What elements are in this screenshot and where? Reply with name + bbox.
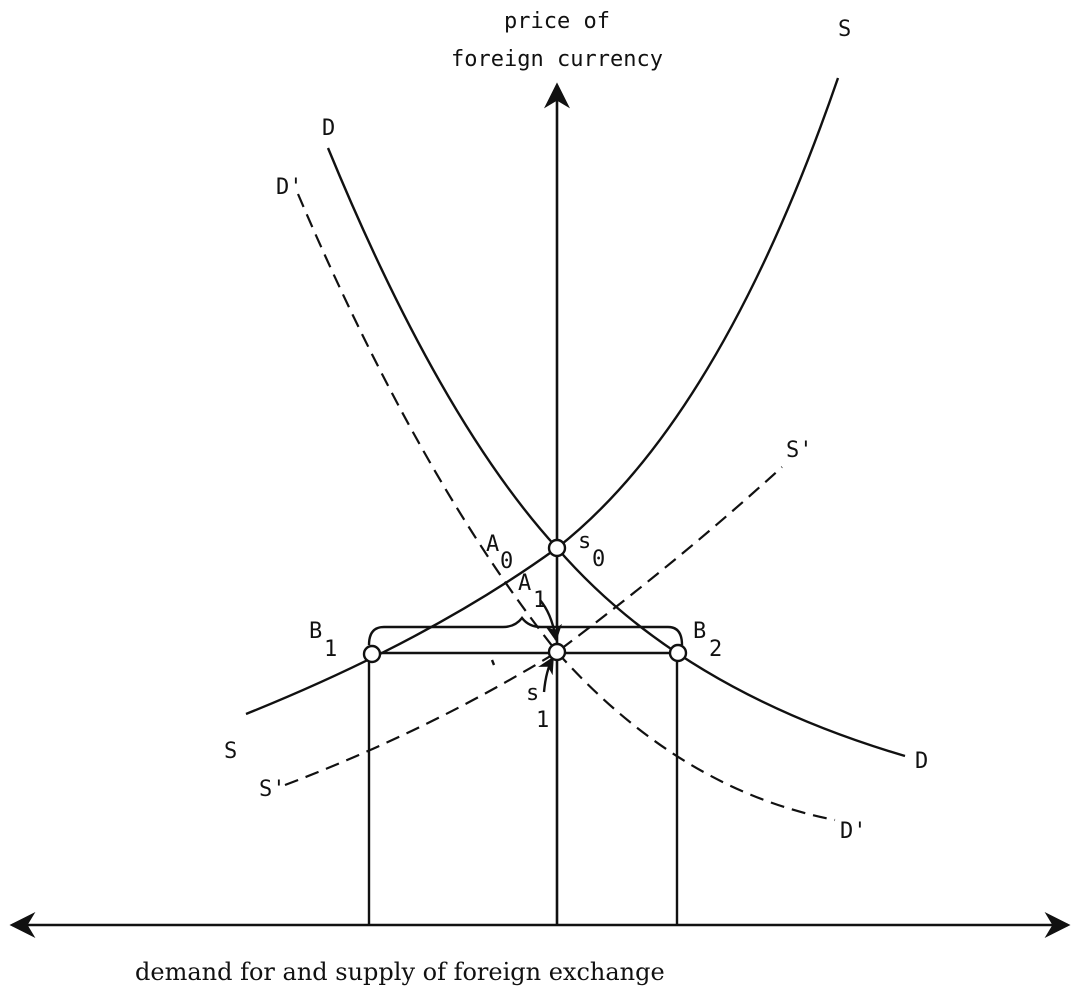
label-supply-bottom: S [224, 739, 237, 764]
point-b2 [668, 643, 688, 663]
label-demand-bottom: D [915, 749, 928, 774]
label-s1-sub: 1 [536, 708, 549, 733]
demand-curve [326, 147, 906, 758]
x-axis-title: demand for and supply of foreign exchang… [135, 958, 665, 986]
y-axis-title-line2: foreign currency [451, 47, 663, 72]
stray-mark [490, 659, 496, 666]
label-demand-top: D [322, 116, 335, 141]
label-demand-shifted-top: D' [276, 175, 303, 200]
supply-curve [245, 77, 840, 716]
label-s1-base: s [526, 681, 539, 706]
gap-brace [367, 616, 684, 646]
label-s0-sub: 0 [592, 547, 605, 572]
label-b2-sub: 2 [709, 637, 722, 662]
supply-shifted-curve [284, 466, 783, 787]
label-demand-shifted-bottom: D' [840, 819, 867, 844]
label-a0-base: A [486, 532, 499, 557]
s1-arrow [538, 656, 555, 693]
label-a1-base: A [518, 571, 531, 596]
a1-arrow [539, 599, 563, 642]
label-b1-base: B [309, 619, 322, 644]
label-supply-top: S [838, 17, 851, 42]
point-b1 [362, 644, 382, 664]
demand-shifted-curve [296, 193, 836, 822]
label-b1-sub: 1 [324, 637, 337, 662]
label-supply-shifted-top: S' [786, 438, 813, 463]
point-s1 [547, 642, 567, 662]
label-a0-sub: 0 [500, 549, 513, 574]
point-s0 [547, 538, 567, 558]
label-supply-shifted-bottom: S' [259, 777, 286, 802]
label-s0-base: s [578, 529, 591, 554]
y-axis-title-line1: price of [504, 9, 610, 34]
label-b2-base: B [693, 619, 706, 644]
label-a1-sub: 1 [533, 588, 546, 613]
